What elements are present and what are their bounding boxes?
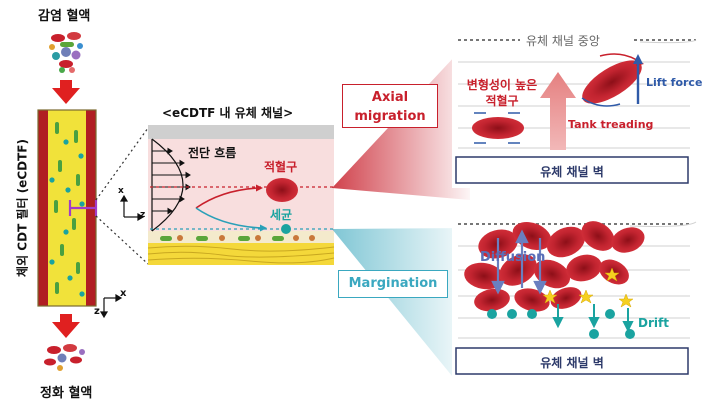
margination-label: Margination xyxy=(338,270,448,298)
section-marker-icon xyxy=(68,200,98,216)
diffusion-label: Diffusion xyxy=(480,250,546,265)
bacteria-icon xyxy=(281,224,291,234)
axial-panel xyxy=(452,28,698,188)
drift-label: Drift xyxy=(638,316,669,330)
shear-flow-label: 전단 흐름 xyxy=(188,146,237,160)
infected-blood-label: 감염 혈액 xyxy=(38,9,91,24)
purified-blood-label: 정화 혈액 xyxy=(40,386,93,401)
margination-beam xyxy=(332,228,470,398)
rbc-icon xyxy=(472,117,524,139)
deformable-rbc-label: 변형성이 높은 적혈구 xyxy=(466,78,538,108)
tube-axis-x-label: x xyxy=(120,288,127,299)
tank-treading-label: Tank treading xyxy=(568,118,654,131)
channel-axis-z-label: z xyxy=(140,210,146,220)
infected-blood-cells-icon xyxy=(49,32,83,73)
purified-blood-cells-icon xyxy=(44,344,85,371)
channel-wall-bottom-label: 유체 채널 벽 xyxy=(540,356,604,370)
rbc-cluster-icon xyxy=(464,221,645,312)
channel-center-label: 유체 채널 중앙 xyxy=(526,34,600,48)
margination-panel xyxy=(452,216,698,400)
tube-axis-icon xyxy=(99,293,123,319)
bacteria-label: 세균 xyxy=(270,208,293,222)
channel-title: <eCDTF 내 유체 채널> xyxy=(162,106,294,120)
tube-axis-z-label: z xyxy=(94,306,100,317)
down-arrow-icon xyxy=(52,80,80,104)
rbc-label: 적혈구 xyxy=(264,160,298,174)
fluid-channel-panel xyxy=(147,125,335,265)
lift-force-label: Lift force xyxy=(646,76,703,89)
down-arrow-icon xyxy=(52,314,80,338)
filter-name-label: 체외 CDT 필터 (eCDTF) xyxy=(15,139,30,277)
channel-axis-x-label: x xyxy=(118,186,124,196)
rbc-icon xyxy=(582,60,642,104)
channel-axis-icon xyxy=(119,194,145,222)
channel-wall-top-label: 유체 채널 벽 xyxy=(540,165,604,179)
rbc-icon xyxy=(266,178,298,202)
axial-migration-label: Axial migration xyxy=(342,84,438,128)
